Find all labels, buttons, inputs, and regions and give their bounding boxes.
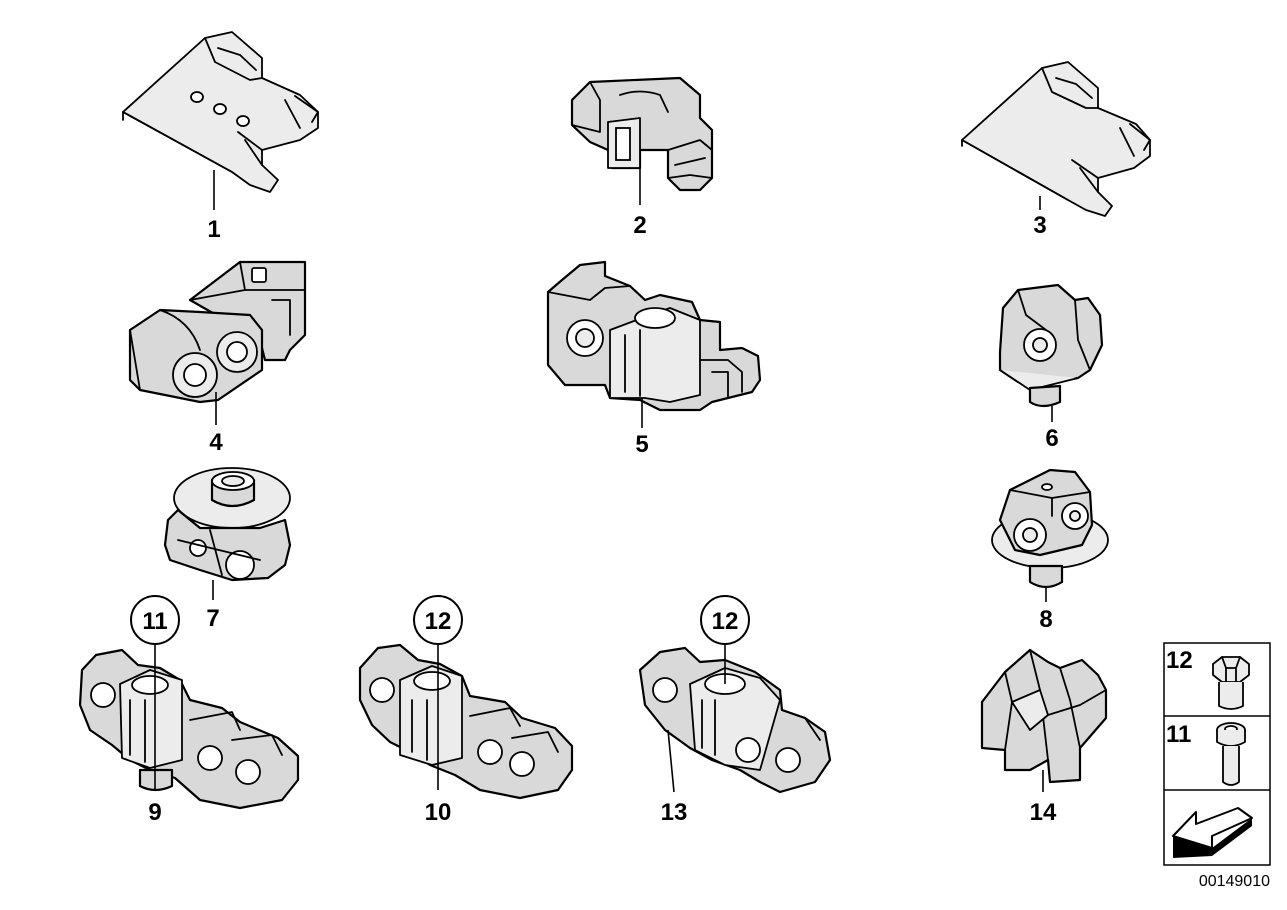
part-1-cover-clip: [122, 31, 319, 193]
part-7-disc-clip: [163, 467, 292, 582]
part-4-double-pipe-clip: [128, 260, 307, 404]
part-8-pipe-clip-disc: [991, 468, 1109, 589]
part-number-5: 5: [635, 431, 648, 458]
callout-13-label: 12: [712, 608, 739, 635]
part-9-multi-pipe-clip: [78, 648, 300, 810]
part-5-pipe-clip-block: [546, 260, 762, 412]
hex-bolt-short-icon: [1212, 656, 1250, 710]
legend-number-top: 12: [1166, 647, 1193, 674]
drawing-number: 00149010: [1199, 873, 1270, 890]
part-number-1: 1: [207, 216, 220, 243]
part-number-14: 14: [1030, 799, 1057, 826]
part-10-multi-pipe-clip: [358, 643, 574, 800]
part-number-8: 8: [1039, 606, 1052, 633]
part-number-6: 6: [1045, 425, 1058, 452]
legend-panel: 12 11: [1163, 642, 1271, 866]
part-number-10: 10: [425, 799, 452, 826]
part-number-13: 13: [661, 799, 688, 826]
part-number-2: 2: [633, 212, 646, 239]
callout-9: 11: [130, 595, 180, 645]
part-13-multi-pipe-clip: [638, 646, 832, 794]
callout-10-label: 12: [425, 608, 452, 635]
part-number-3: 3: [1033, 212, 1046, 239]
part-2-u-clip: [570, 76, 714, 192]
part-3-cover-clip: [961, 61, 1151, 217]
part-number-4: 4: [209, 429, 223, 456]
part-number-7: 7: [206, 605, 219, 632]
part-number-9: 9: [148, 799, 161, 826]
callout-10: 12: [413, 595, 463, 645]
legend-number-bottom: 11: [1166, 721, 1191, 748]
part-6-pipe-clip: [998, 283, 1104, 408]
callout-13: 12: [700, 595, 750, 645]
callout-9-label: 11: [142, 608, 167, 635]
hex-bolt-long-icon: [1216, 722, 1246, 786]
part-14-double-clip: [980, 648, 1108, 784]
leader-13: [667, 729, 675, 793]
direction-arrow-icon: [1172, 807, 1253, 858]
